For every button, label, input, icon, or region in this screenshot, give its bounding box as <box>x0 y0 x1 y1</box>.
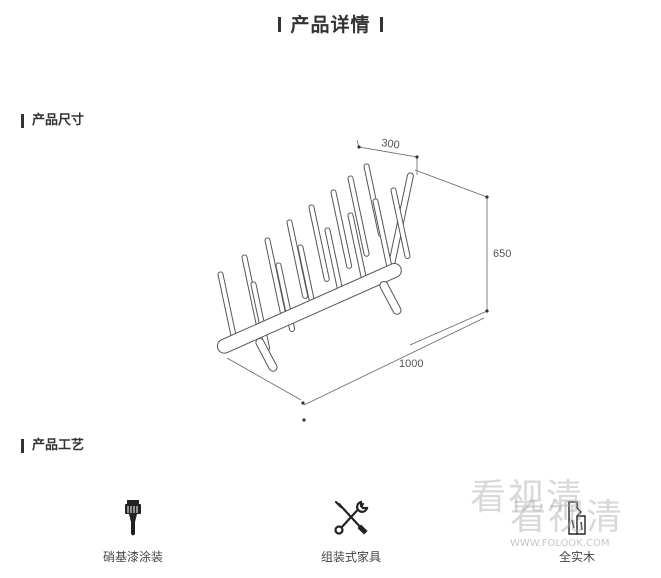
page-title: 产品详情 <box>0 10 661 37</box>
title-bar-right <box>379 17 383 32</box>
dimension-dots <box>301 145 489 422</box>
craft-item-solid-wood: 全实木 <box>497 498 657 565</box>
dimension-depth-label: 300 <box>381 137 401 151</box>
title-bar-left <box>278 17 282 32</box>
rack-leg-left <box>255 338 278 372</box>
dimension-width-label: 1000 <box>399 358 423 370</box>
craft-item-label: 全实木 <box>558 550 595 564</box>
craft-item-assembly: 组装式家具 <box>271 498 431 565</box>
rack-leg-right <box>379 281 402 315</box>
section-heading-craft: 产品工艺 <box>21 439 84 453</box>
craft-item-lacquer: 硝基漆涂装 <box>53 498 213 565</box>
rack-rail <box>216 262 402 354</box>
tools-icon <box>334 500 369 535</box>
wood-icon <box>568 501 586 535</box>
craft-item-label: 组装式家具 <box>320 550 381 564</box>
craft-item-label: 硝基漆涂装 <box>102 550 163 564</box>
page-title-text: 产品详情 <box>290 14 371 36</box>
dimension-height-label: 650 <box>493 248 511 260</box>
section-heading-size: 产品尺寸 <box>21 114 84 128</box>
paint-scraper-icon <box>125 500 141 536</box>
dimension-lines <box>226 139 488 406</box>
